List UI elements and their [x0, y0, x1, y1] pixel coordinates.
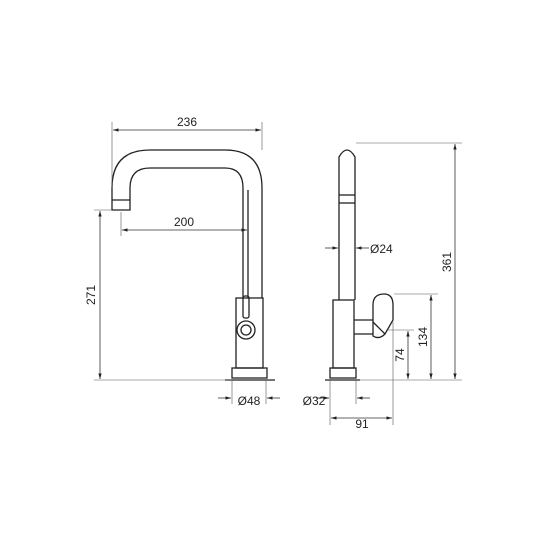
lever-pivot-height-label: 74	[393, 348, 407, 362]
overall-height-label: 361	[440, 252, 454, 272]
dim-overall-width: 236	[111, 115, 263, 188]
overall-width-label: 236	[177, 115, 197, 129]
lever-height-label: 134	[416, 327, 430, 347]
front-tap-outline	[111, 149, 275, 381]
dim-spout-reach: 200	[120, 212, 247, 236]
base-depth-label: 91	[355, 417, 369, 431]
side-view: 361 Ø24 134 74 Ø32	[303, 142, 462, 431]
dim-spout-diameter: Ø24	[325, 242, 393, 256]
side-tap-outline	[325, 149, 394, 381]
dim-base-depth: 91	[331, 322, 394, 431]
spout-height-label: 271	[84, 285, 98, 305]
spout-reach-label: 200	[174, 215, 194, 229]
front-view: 236 200 271 Ø48	[84, 115, 280, 408]
dim-lever-pivot-height: 74	[386, 329, 414, 379]
dim-lever-height: 134	[394, 293, 438, 379]
dim-spout-height: 271	[84, 209, 232, 381]
dim-overall-height: 361	[356, 142, 462, 381]
side-base-diameter-label: Ø32	[303, 394, 326, 408]
front-base-diameter-label: Ø48	[238, 394, 261, 408]
dim-side-base-diameter: Ø32	[303, 380, 370, 425]
dim-front-base-diameter: Ø48	[218, 380, 280, 408]
spout-diameter-label: Ø24	[370, 242, 393, 256]
